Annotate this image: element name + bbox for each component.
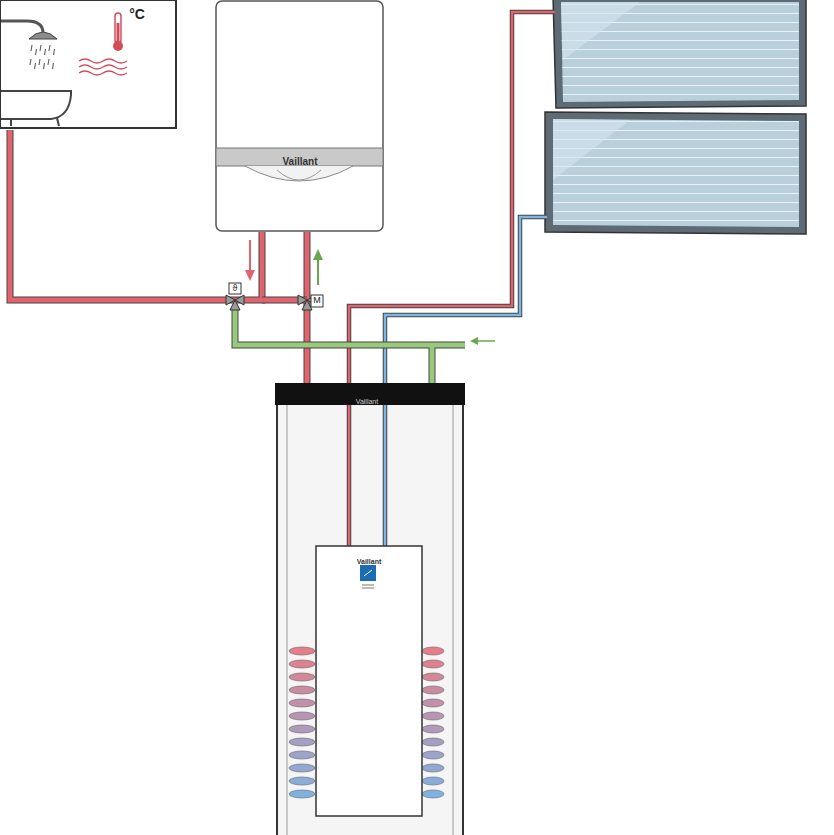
bathroom-icon-box: °C [0,0,177,130]
motorised-valve [298,295,323,310]
temperature-unit: °C [129,7,145,22]
cold-water-pipe [235,306,465,385]
bathroom-icon-box-outline [0,0,177,130]
brand-logo: Vaillant [356,398,378,406]
mixing-valve [226,283,244,310]
brand-logo: Vaillant [357,558,382,566]
solar-collector [553,0,806,108]
gas-boiler: Vaillant [215,0,384,232]
text-holder: Vaillant [351,390,383,408]
motor-symbol: M [311,296,323,305]
flow-arrow [245,240,255,281]
text-holder: Vaillant [269,151,331,169]
text-holder: Vaillant [345,550,393,568]
solar-controller-outline [315,545,423,817]
cold-inlet-arrow [470,337,495,345]
return-arrow [313,249,323,285]
solar-controller: Vaillant [315,545,423,817]
thermostat-symbol: ϑ [229,284,241,293]
hot-water-cylinder: VaillantVaillant [275,383,465,835]
solar-return-pipe [385,217,547,385]
brand-logo: Vaillant [282,156,317,167]
text-holder: °C [123,5,151,23]
gas-boiler-outline [215,0,384,232]
solar-collector [545,112,806,234]
